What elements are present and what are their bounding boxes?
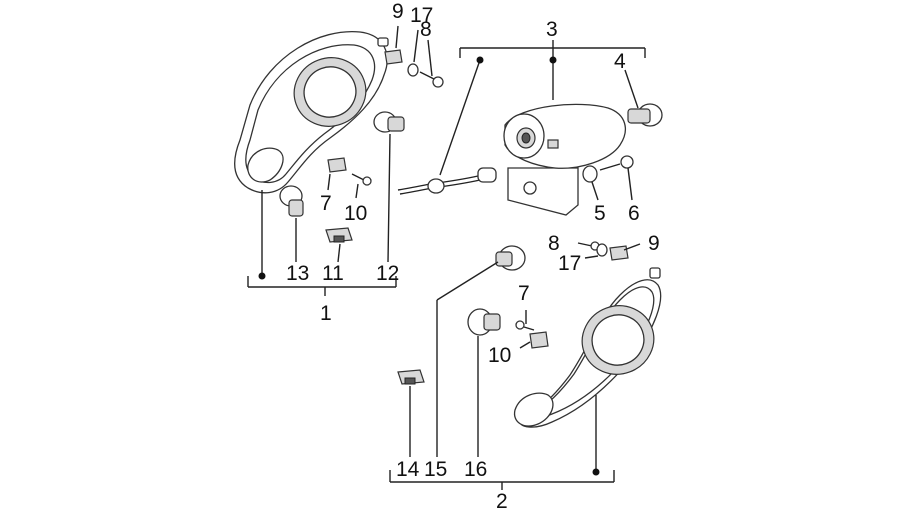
label-9-top: 9 — [392, 0, 404, 23]
right-leader-lines — [389, 243, 641, 490]
left-leader-lines — [247, 25, 433, 296]
label-10-left: 10 — [344, 202, 367, 225]
tail-wire-harness — [397, 167, 497, 195]
label-12: 12 — [376, 262, 399, 285]
label-17-right: 17 — [558, 252, 581, 275]
label-10-right: 10 — [488, 344, 511, 367]
left-bulb-13 — [279, 185, 304, 217]
right-indicator-housing — [513, 267, 662, 428]
label-5: 5 — [594, 202, 606, 225]
label-11: 11 — [322, 262, 344, 285]
left-indicator-housing — [234, 30, 389, 194]
right-clip-14 — [397, 369, 425, 385]
label-8-top: 8 — [420, 18, 432, 41]
label-6: 6 — [628, 202, 640, 225]
left-screw-10 — [351, 173, 372, 186]
label-4: 4 — [614, 50, 626, 73]
label-9-right: 9 — [648, 232, 660, 255]
right-screw-8 — [577, 241, 600, 251]
left-clip-7 — [327, 157, 347, 173]
label-16: 16 — [464, 458, 487, 481]
tail-bulb-4 — [627, 103, 663, 127]
label-15: 15 — [424, 458, 447, 481]
label-7-left: 7 — [320, 192, 332, 215]
tail-lamp-assembly — [503, 103, 626, 216]
right-nut-9 — [609, 245, 629, 261]
left-clip-11 — [325, 227, 353, 243]
label-2: 2 — [496, 490, 508, 513]
label-3: 3 — [546, 18, 558, 41]
right-screw-10 — [515, 320, 535, 331]
label-7-right: 7 — [518, 282, 530, 305]
right-washer-17 — [596, 243, 608, 257]
label-13: 13 — [286, 262, 309, 285]
right-bulb-15 — [495, 245, 526, 271]
tail-washer-5 — [582, 165, 598, 183]
top-nut-9 — [384, 49, 403, 65]
label-17-top: 17 — [410, 4, 433, 27]
tail-screw-6 — [599, 155, 634, 171]
right-bulb-16 — [467, 308, 501, 336]
right-clip-7 — [529, 331, 549, 349]
left-bulb-12 — [373, 111, 405, 133]
center-leader-lines — [439, 40, 646, 201]
top-washer-17 — [407, 63, 419, 77]
top-screw-8 — [419, 71, 444, 88]
label-1: 1 — [320, 302, 332, 325]
label-14: 14 — [396, 458, 420, 481]
label-8-right: 8 — [548, 232, 560, 255]
